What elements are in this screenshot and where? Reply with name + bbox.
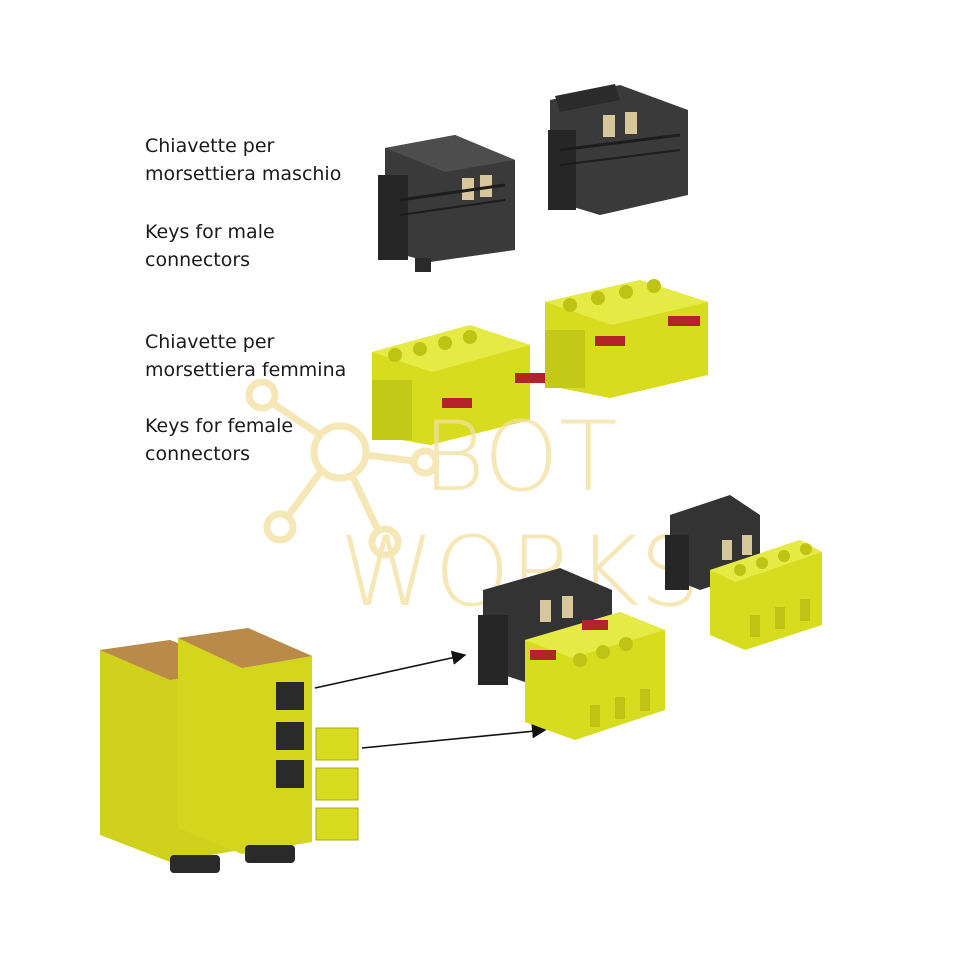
female-connector-icon [545, 279, 708, 398]
relay-module-icon [178, 628, 312, 863]
watermark-bot: BOT [422, 401, 617, 513]
arrow-icon [314, 650, 467, 689]
male-connector-icon [548, 84, 688, 215]
label-female-en: Keys for female connectors [145, 415, 294, 465]
arrow-icon [361, 724, 547, 749]
assembled-connector-icon [478, 568, 665, 740]
watermark: BOT WORKS [245, 378, 701, 628]
label-female-it: Chiavette per morsettiera femmina [145, 331, 347, 381]
plug-stack-icon [315, 727, 359, 841]
male-connector-icon [378, 135, 515, 272]
label-male-it: Chiavette per morsettiera maschio [145, 135, 342, 185]
label-male-en: Keys for male connectors [145, 221, 275, 271]
female-connector-icon [372, 325, 549, 445]
assembled-connector-icon [665, 495, 822, 650]
